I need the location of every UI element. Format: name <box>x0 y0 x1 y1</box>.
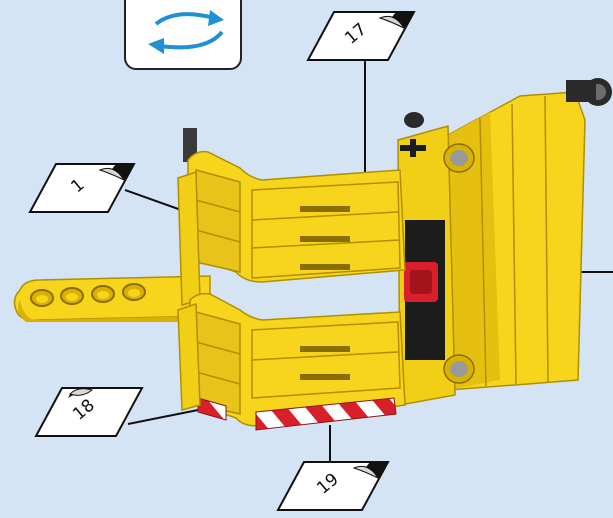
sticker-callout-17: 17 <box>306 8 418 68</box>
sticker-callout-18: 18 <box>34 384 146 444</box>
sticker-callout-19: 19 <box>276 458 392 518</box>
sticker-callout-1: 1 <box>28 160 138 220</box>
lower-panel <box>178 294 405 430</box>
upper-panel <box>178 128 405 305</box>
